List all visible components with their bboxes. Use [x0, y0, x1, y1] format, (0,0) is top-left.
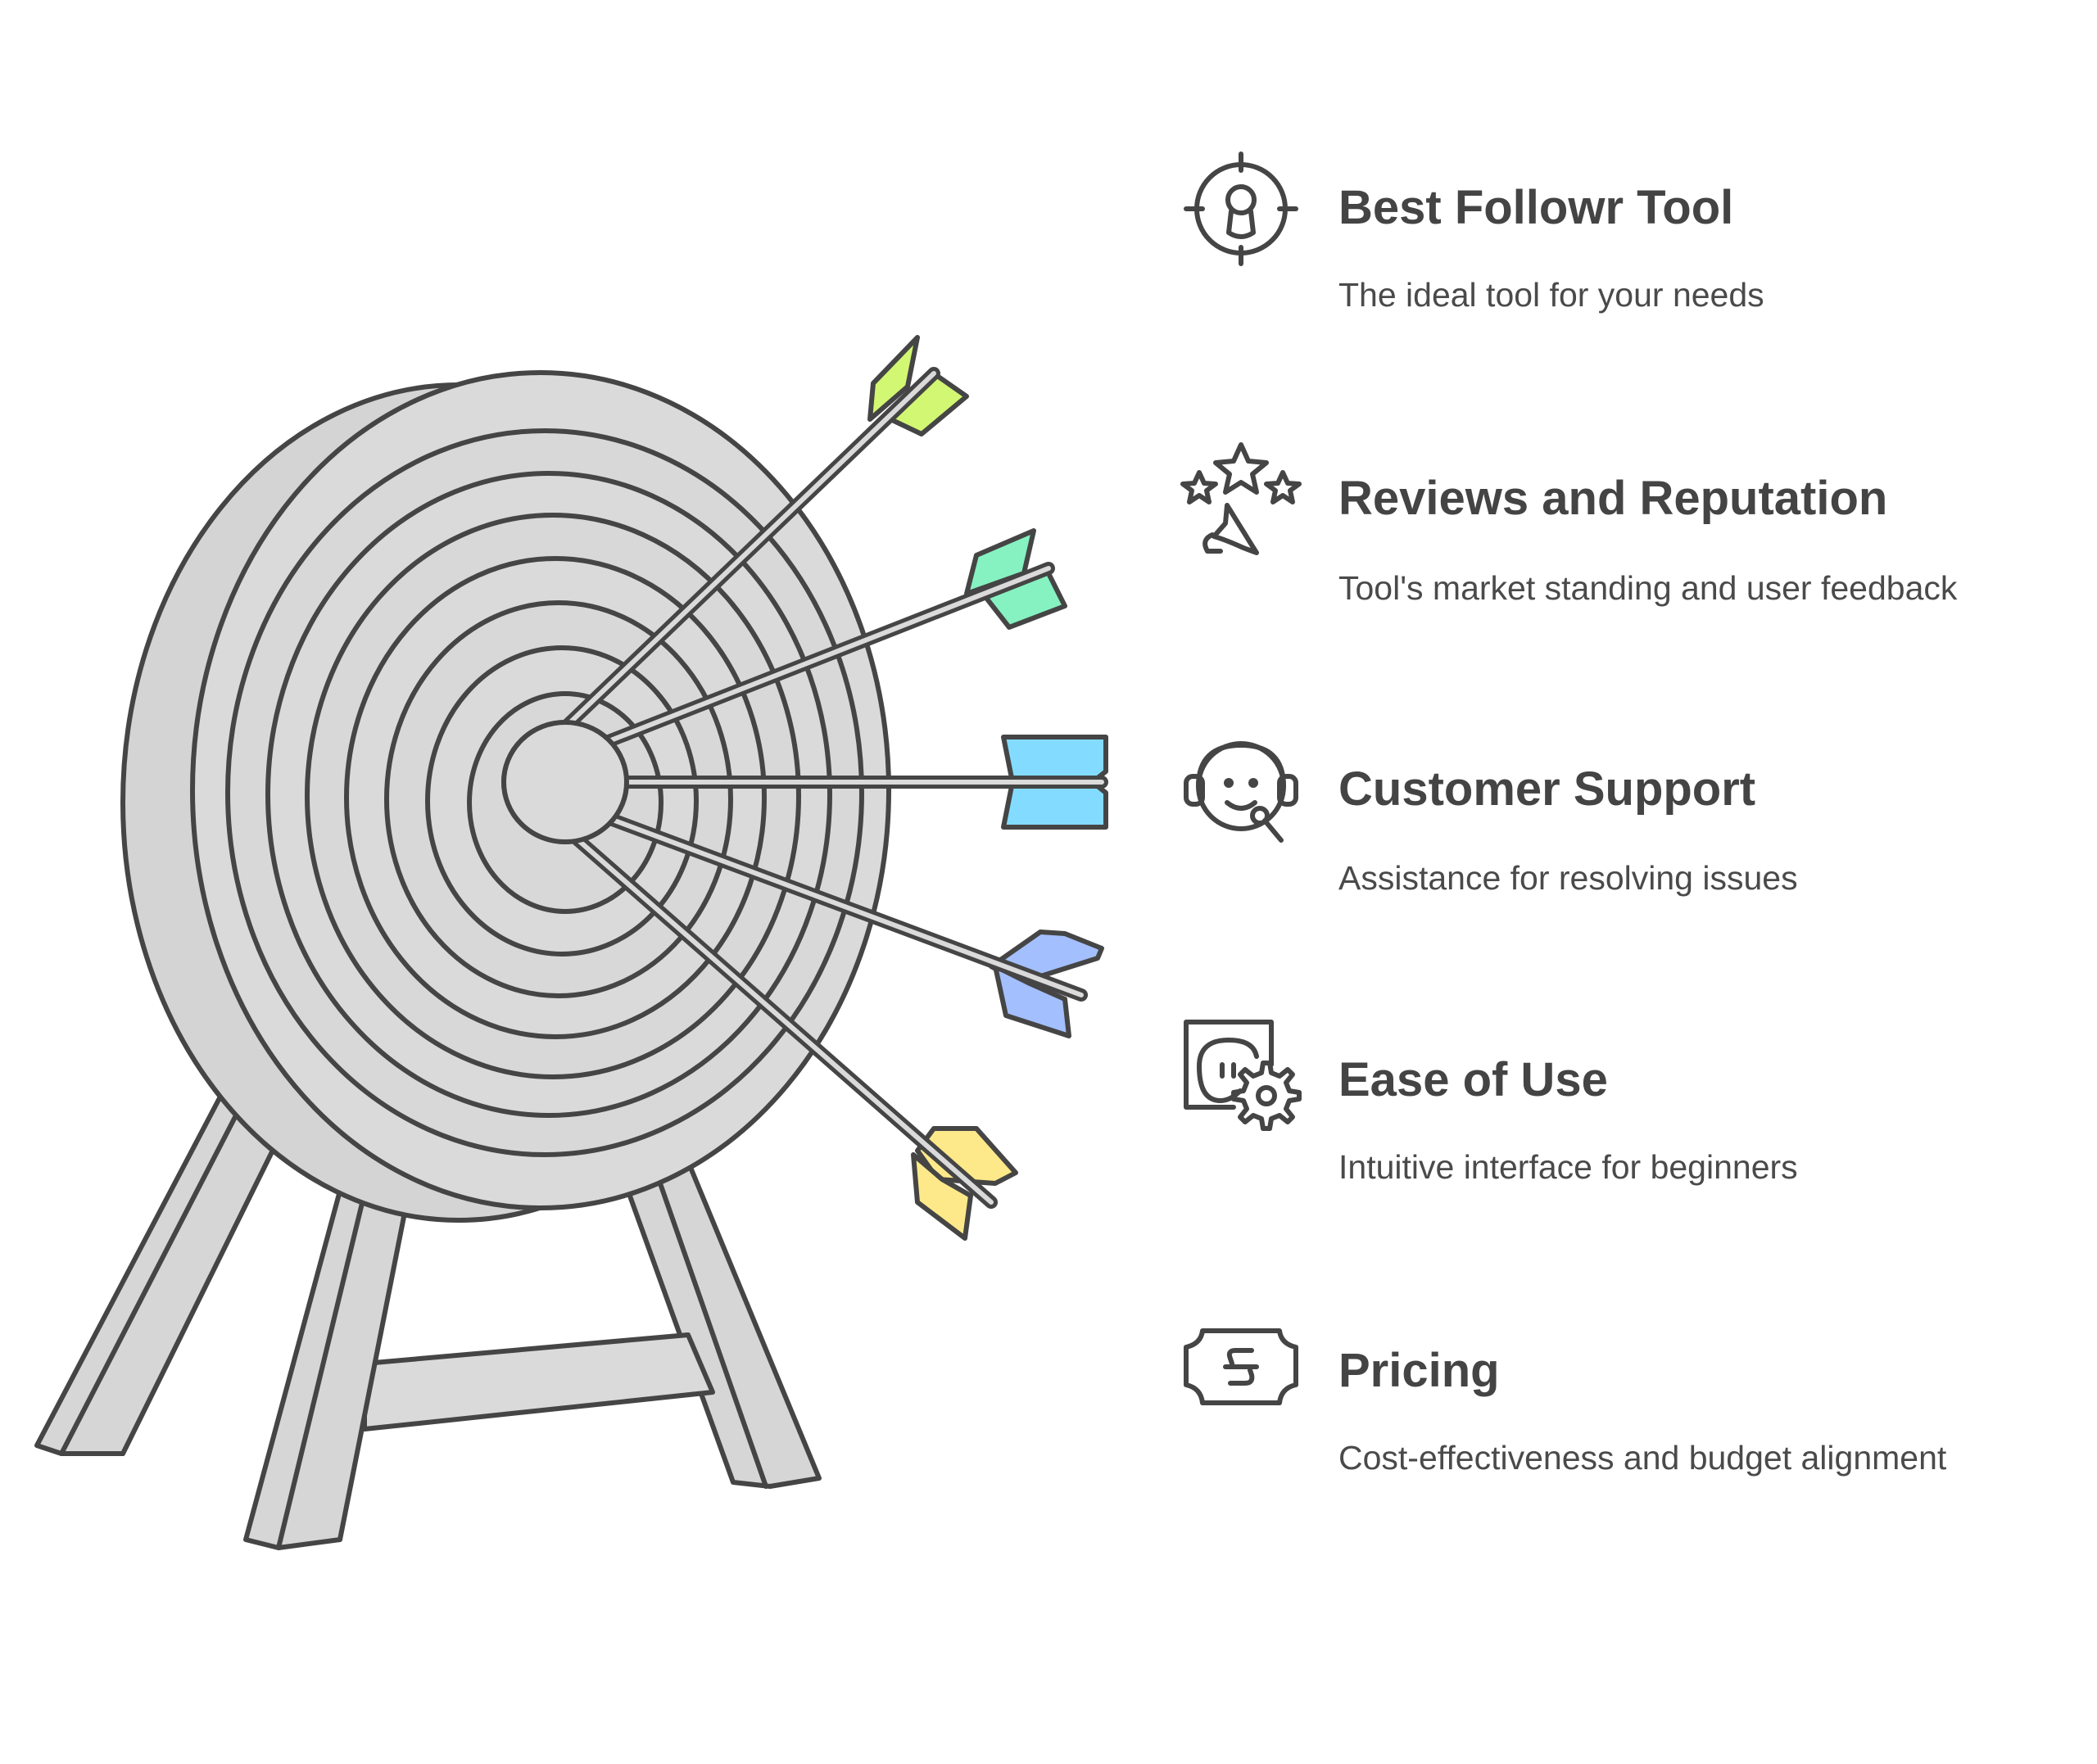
item-title-pricing: Pricing — [1338, 1344, 1500, 1397]
item-title-support: Customer Support — [1338, 762, 1756, 816]
arrow-blue — [571, 800, 1104, 1038]
headset-agent-icon — [1184, 741, 1298, 843]
item-description-pricing: Cost-effectiveness and budget alignment — [1338, 1439, 1947, 1477]
face-gear-icon — [1184, 1020, 1302, 1131]
item-title-reviews: Reviews and Reputation — [1338, 472, 1888, 525]
target-stand — [34, 1046, 822, 1550]
item-description-ease: Intuitive interface for beginners — [1338, 1148, 1798, 1186]
item-title-best-tool: Best Followr Tool — [1338, 181, 1734, 234]
arrow-sky — [550, 735, 1108, 830]
arrow-yellow — [538, 804, 1018, 1241]
item-description-best-tool: The ideal tool for your needs — [1338, 276, 1764, 314]
item-title-ease: Ease of Use — [1338, 1053, 1608, 1106]
target-person-icon — [1184, 152, 1298, 266]
arrow-green-yellow — [538, 335, 969, 753]
item-description-support: Assistance for resolving issues — [1338, 859, 1798, 897]
money-ticket-icon — [1184, 1328, 1298, 1405]
arrow-mint — [571, 528, 1067, 760]
item-description-reviews: Tool's market standing and user feedback — [1338, 569, 1958, 607]
stars-megaphone-icon — [1180, 442, 1302, 555]
bullseye — [501, 720, 629, 844]
archery-target-illustration — [34, 335, 1108, 1550]
